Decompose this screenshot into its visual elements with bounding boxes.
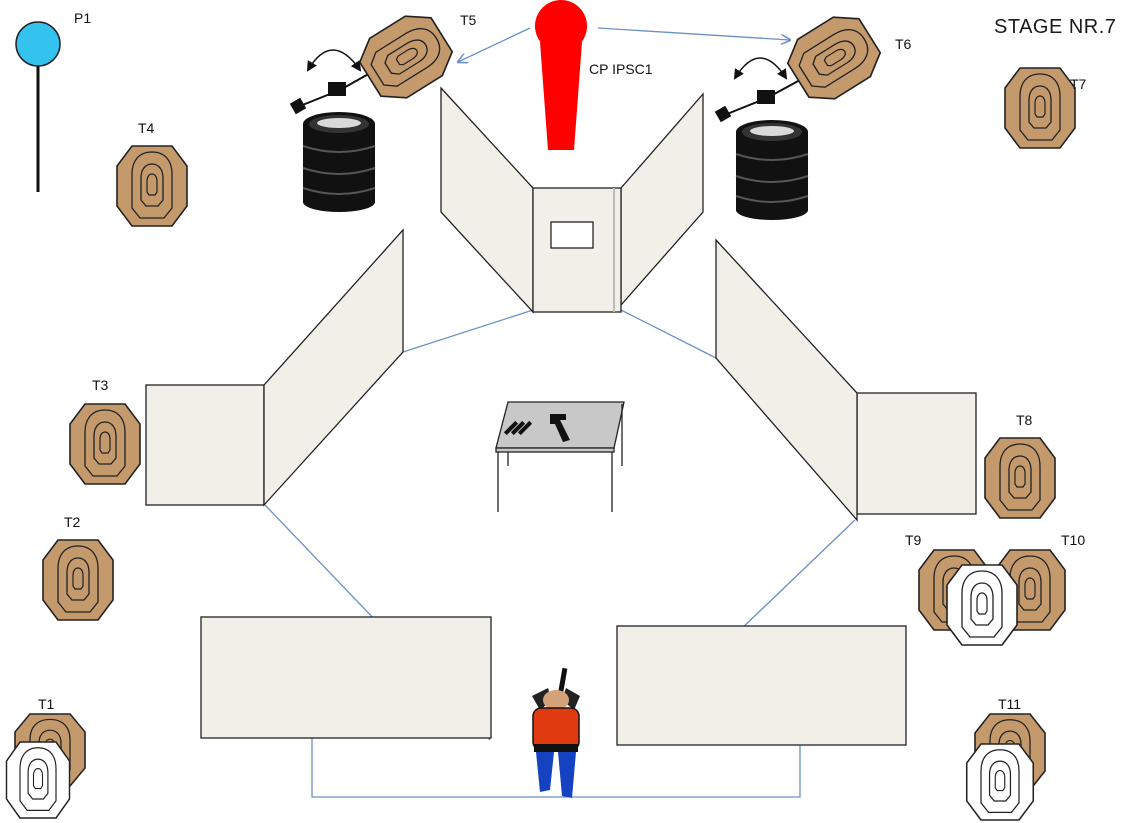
start-table	[495, 401, 625, 512]
wall-right-box	[856, 392, 977, 515]
target-label-t5: T5	[460, 12, 477, 28]
magazines	[503, 420, 533, 436]
target-label-t7: T7	[1070, 76, 1087, 92]
target-t4-paper	[116, 145, 188, 227]
target-label-t1: T1	[38, 696, 55, 712]
cp-label: CP IPSC1	[589, 61, 653, 77]
wall-top-left-panel	[440, 86, 534, 314]
popper-p1	[15, 21, 61, 192]
barrel-stack-left	[289, 49, 376, 213]
stage-title: STAGE NR.7	[994, 16, 1117, 38]
barrel-stack-right	[714, 57, 809, 221]
wall-left-panel	[263, 228, 404, 507]
target-label-t2: T2	[64, 514, 81, 530]
target-label-t10: T10	[1061, 532, 1086, 548]
target-t6-paper	[779, 5, 889, 111]
target-t3-paper	[69, 403, 141, 485]
target-label-t4: T4	[138, 120, 155, 136]
target-label-t3: T3	[92, 377, 109, 393]
target-t11-no-shoot	[965, 743, 1035, 821]
target-label-t9: T9	[905, 532, 922, 548]
target-t7-paper	[1004, 67, 1076, 149]
target-label-t6: T6	[895, 36, 912, 52]
door-panel	[532, 187, 622, 313]
cp-ipsc1-target	[535, 0, 587, 150]
wall-right-panel	[715, 238, 858, 522]
target-label-t11: T11	[998, 696, 1022, 712]
wall-top-right-panel	[620, 92, 704, 307]
target-label-t8: T8	[1016, 412, 1033, 428]
door-window	[550, 221, 594, 249]
pistol-icon	[550, 414, 570, 442]
target-t2-paper	[42, 539, 114, 621]
walls	[145, 86, 977, 746]
shooter	[532, 667, 580, 798]
wall-left-box	[145, 384, 265, 506]
target-t9-t10-no-shoot	[946, 564, 1018, 646]
target-t1-no-shoot	[5, 741, 71, 819]
wall-bottom-left	[200, 616, 492, 739]
target-t8-paper	[984, 437, 1056, 519]
wall-bottom-right	[616, 625, 907, 746]
popper-label: P1	[74, 10, 92, 26]
